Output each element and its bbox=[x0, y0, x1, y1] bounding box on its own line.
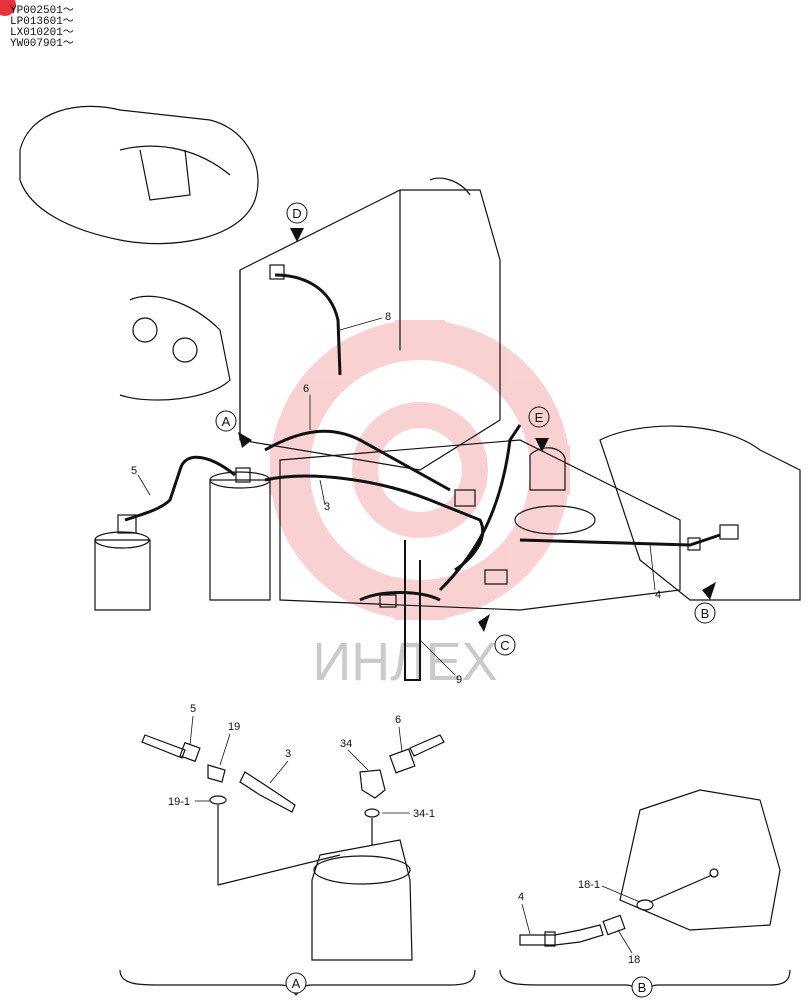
detail-a-elbow-34 bbox=[359, 769, 386, 799]
pipe-4 bbox=[519, 533, 721, 547]
part-number-8: 8 bbox=[385, 311, 391, 323]
detail-a-fitting-6 bbox=[389, 748, 416, 774]
detail-b-leaders bbox=[521, 885, 641, 954]
view-labels: D A E B C bbox=[215, 202, 716, 656]
part-number-3: 3 bbox=[324, 501, 330, 513]
corner-badge-icon bbox=[0, 0, 16, 16]
detail-a-swing-motor bbox=[311, 839, 413, 961]
filter-housing bbox=[529, 447, 566, 491]
pipe-right-hose bbox=[438, 424, 522, 592]
operator-seat bbox=[19, 105, 259, 245]
detail-a-bracket bbox=[119, 969, 476, 996]
detail-a-drawing bbox=[119, 734, 476, 996]
detail-view-label-a: A bbox=[292, 976, 301, 991]
view-label-d: D bbox=[292, 206, 301, 221]
detail-part-34: 34 bbox=[340, 738, 352, 750]
detail-part-4: 4 bbox=[518, 891, 524, 903]
detail-part-3: 3 bbox=[285, 748, 291, 760]
detail-part-19-1: 19-1 bbox=[168, 796, 190, 808]
pipe-9 bbox=[404, 540, 421, 681]
boom-bracket bbox=[119, 295, 231, 401]
detail-b-switch-18 bbox=[602, 914, 626, 936]
main-assembly-drawing bbox=[19, 105, 801, 681]
detail-a-elbow-19 bbox=[207, 764, 226, 783]
detail-part-18-1: 18-1 bbox=[578, 879, 600, 891]
detail-a-oring-19-1 bbox=[209, 795, 227, 805]
tank-cap bbox=[514, 505, 596, 535]
pipe-5 bbox=[124, 455, 236, 522]
view-label-c: C bbox=[500, 638, 509, 653]
detail-a-leaders bbox=[189, 715, 410, 814]
detail-part-19: 19 bbox=[228, 721, 240, 733]
view-label-e: E bbox=[535, 410, 544, 425]
valve-mount-plate bbox=[279, 439, 681, 611]
detail-b-oring-18-1 bbox=[636, 899, 654, 911]
detail-b-travel-motor bbox=[619, 789, 781, 931]
detail-part-18: 18 bbox=[628, 954, 640, 966]
callout-leaders bbox=[137, 317, 656, 676]
detail-a-pipe-3 bbox=[239, 771, 296, 813]
pipe-3 bbox=[264, 474, 485, 572]
part-numbers-main: 8 6 3 5 4 9 bbox=[131, 311, 661, 686]
left-cylinder bbox=[94, 539, 151, 611]
serial-number: YW007901～ bbox=[10, 38, 74, 50]
pipe-6 bbox=[264, 429, 451, 492]
serial-number-list: YP002501～ LP013601～ LX010201～ YW007901～ bbox=[10, 6, 74, 50]
view-label-b: B bbox=[701, 606, 710, 621]
serial-number: LP013601～ bbox=[10, 16, 74, 28]
part-number-6: 6 bbox=[303, 383, 309, 395]
detail-b-part-numbers: 4 18-1 18 bbox=[518, 879, 640, 966]
serial-number: YP002501～ bbox=[10, 5, 74, 17]
detail-b-drawing bbox=[499, 789, 791, 996]
engine-block bbox=[239, 189, 501, 471]
view-arrows bbox=[238, 228, 716, 632]
detail-view-label-b: B bbox=[638, 980, 647, 995]
detail-a-pipe-5 bbox=[141, 734, 186, 759]
detail-part-34-1: 34-1 bbox=[413, 808, 435, 820]
part-number-5: 5 bbox=[131, 465, 137, 477]
view-label-a: A bbox=[222, 414, 231, 429]
detail-b-pipe-4 bbox=[519, 924, 604, 946]
swing-motor bbox=[209, 479, 271, 601]
detail-a-oring-34-1 bbox=[364, 808, 380, 818]
detail-a-label: A bbox=[285, 972, 307, 994]
travel-motor bbox=[599, 425, 801, 601]
part-number-4: 4 bbox=[655, 589, 661, 601]
serial-number: LX010201～ bbox=[10, 27, 74, 39]
part-number-9: 9 bbox=[456, 674, 462, 686]
detail-b-label: B bbox=[631, 976, 653, 998]
detail-part-6: 6 bbox=[395, 714, 401, 726]
detail-a-part-numbers: 5 19 3 19-1 34 6 34-1 bbox=[168, 703, 435, 820]
detail-part-5: 5 bbox=[190, 703, 196, 715]
